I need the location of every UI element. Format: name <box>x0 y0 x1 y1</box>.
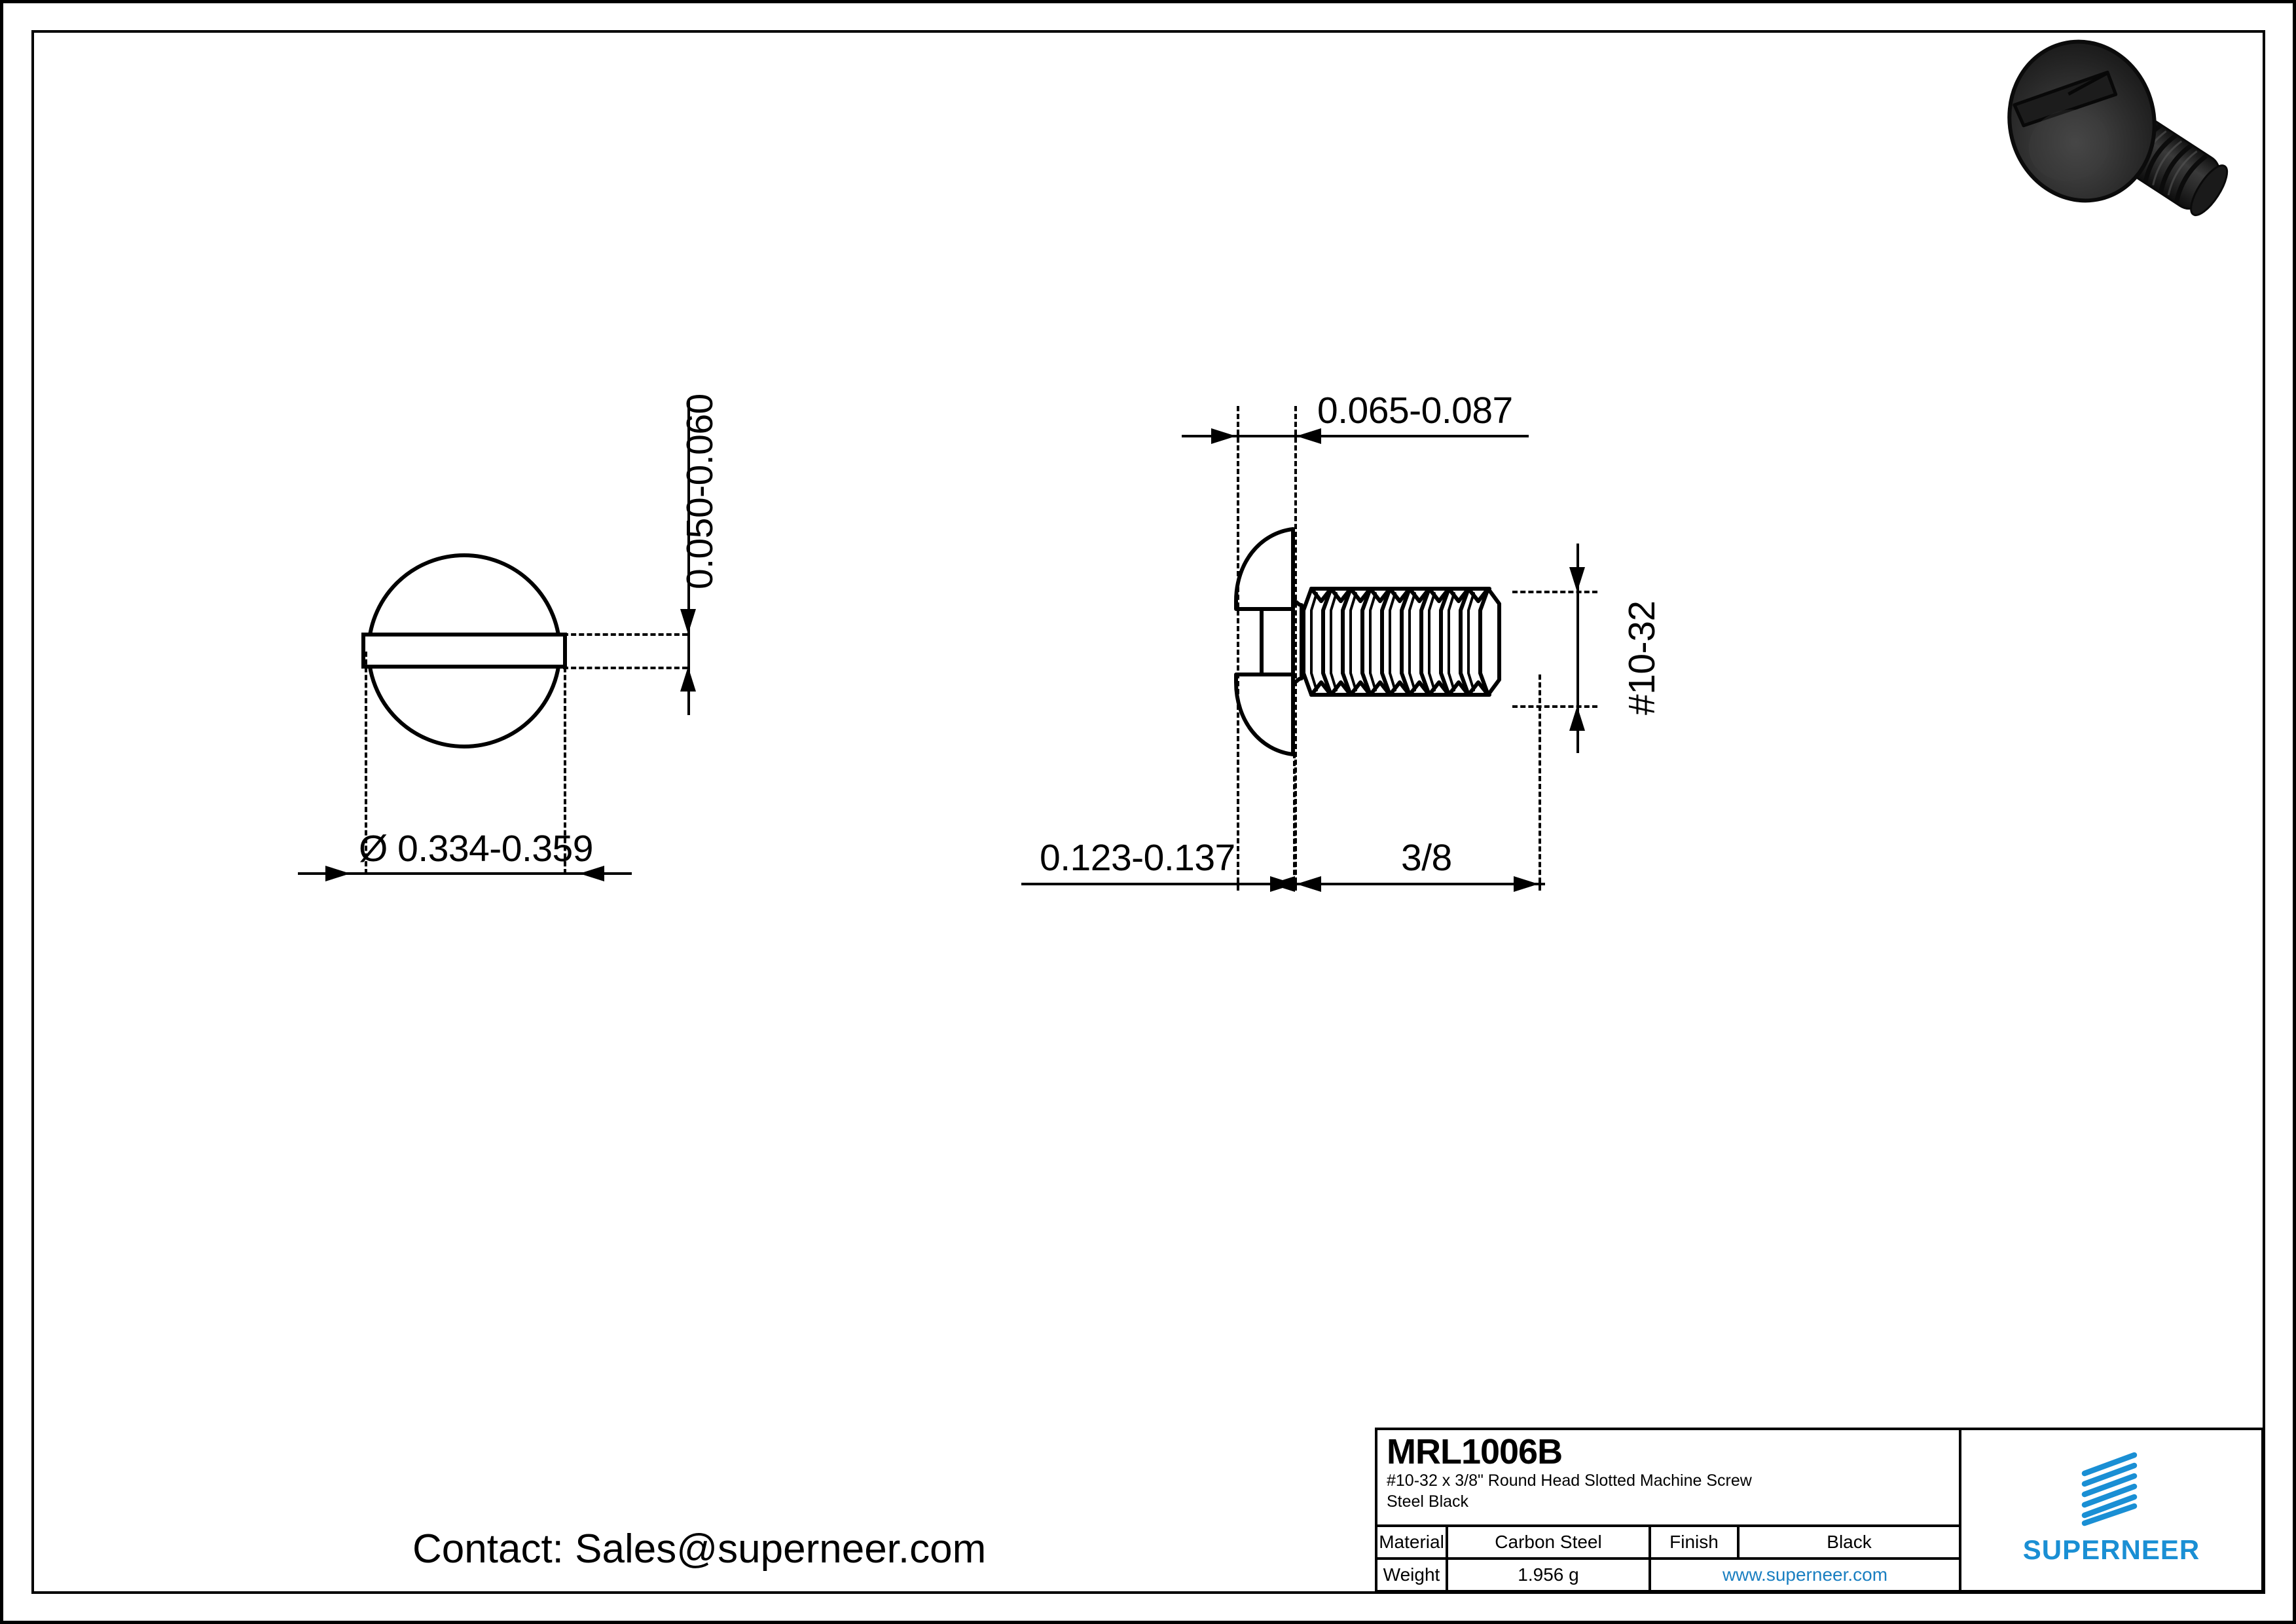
slot-width-dim-label: 0.065-0.087 <box>1317 390 1513 432</box>
side-view-geometry <box>1234 527 1501 756</box>
slot-depth-dim-label: 0.050-0.060 <box>679 394 721 589</box>
website-link[interactable]: www.superneer.com <box>1722 1564 1888 1585</box>
part-description-line1: #10-32 x 3/8" Round Head Slotted Machine… <box>1387 1471 1752 1490</box>
material-label: Material <box>1377 1527 1448 1557</box>
side-ext-line-slot-right <box>1294 406 1297 891</box>
thread-length-arrow-left <box>1296 876 1321 892</box>
weight-label: Weight <box>1377 1560 1448 1590</box>
head-height-dim-label: 0.123-0.137 <box>1040 837 1235 879</box>
title-block: MRL1006B #10-32 x 3/8" Round Head Slotte… <box>1375 1428 2264 1593</box>
title-block-info: MRL1006B #10-32 x 3/8" Round Head Slotte… <box>1377 1430 1961 1590</box>
thread-size-dim-line <box>1576 544 1579 753</box>
thread-length-arrow-right <box>1514 876 1539 892</box>
title-block-description-cell: MRL1006B #10-32 x 3/8" Round Head Slotte… <box>1377 1430 1959 1527</box>
side-ext-line-head-left <box>1237 406 1239 891</box>
slot-depth-arrow-top <box>680 609 696 634</box>
material-value: Carbon Steel <box>1448 1527 1651 1557</box>
thread-size-leader-top <box>1512 591 1597 593</box>
weight-website-row: Weight 1.956 g www.superneer.com <box>1377 1560 1959 1590</box>
slot-depth-leader-bottom <box>563 667 687 669</box>
diameter-dim-label: Ø 0.334-0.359 <box>359 828 593 870</box>
slot-depth-dim-line <box>687 401 690 715</box>
superneer-logo-icon <box>2079 1450 2143 1530</box>
front-ext-line-left <box>365 652 367 874</box>
diameter-dim-line <box>298 872 632 875</box>
slot-depth-leader-top <box>563 633 687 636</box>
contact-text: Contact: Sales@superneer.com <box>412 1526 987 1572</box>
slot-depth-arrow-bottom <box>680 667 696 692</box>
screw-3d-preview <box>1990 33 2252 236</box>
side-ext-line-head-face <box>1293 753 1296 891</box>
thread-size-leader-bottom <box>1512 705 1597 708</box>
part-number: MRL1006B <box>1387 1432 1563 1471</box>
side-ext-line-thread-end <box>1539 674 1541 891</box>
front-ext-line-right <box>564 652 566 874</box>
thread-length-dim-label: 3/8 <box>1401 837 1452 879</box>
brand-name: SUPERNEER <box>2022 1534 2200 1565</box>
head-height-arrow-left <box>1270 876 1295 892</box>
part-description-line2: Steel Black <box>1387 1492 1469 1511</box>
thread-size-arrow-bottom <box>1569 706 1585 731</box>
brand-logo: SUPERNEER <box>1961 1430 2261 1590</box>
material-finish-row: Material Carbon Steel Finish Black <box>1377 1527 1959 1560</box>
slot-width-arrow-right <box>1296 428 1321 444</box>
finish-label: Finish <box>1651 1527 1740 1557</box>
thread-size-arrow-top <box>1569 567 1585 592</box>
diameter-arrow-left <box>325 866 350 881</box>
sheet-inner-border <box>31 30 2265 1594</box>
slot-width-dim-line <box>1182 435 1529 437</box>
finish-value: Black <box>1827 1532 1872 1552</box>
thread-size-dim-label: #10-32 <box>1621 600 1663 716</box>
diameter-arrow-right <box>579 866 604 881</box>
weight-value: 1.956 g <box>1448 1560 1651 1590</box>
head-slot-rect <box>361 633 567 669</box>
slot-width-arrow-left <box>1211 428 1236 444</box>
